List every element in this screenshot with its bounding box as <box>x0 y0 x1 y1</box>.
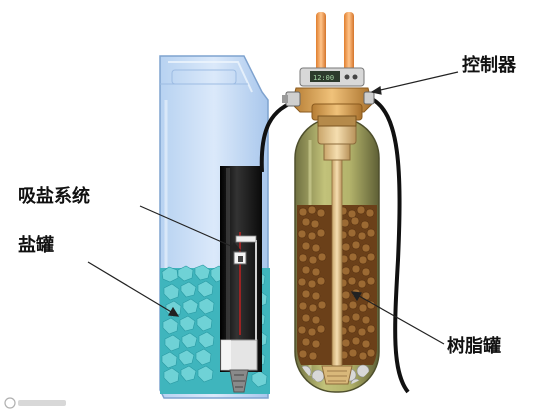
leader-brine <box>87 261 179 317</box>
label-controller: 控制器 <box>462 55 516 76</box>
distributor-tube <box>317 123 357 385</box>
label-suction-system: 吸盐系统 <box>18 186 90 207</box>
label-resin-tank: 树脂罐 <box>447 336 501 357</box>
inlet-outlet-pipes <box>316 12 354 74</box>
controller-valve: 12:00 <box>282 67 375 127</box>
label-brine-tank: 盐罐 <box>18 235 54 256</box>
svg-text:12:00: 12:00 <box>313 74 334 82</box>
leader-lines <box>87 71 459 345</box>
logo-watermark-icon <box>4 396 70 413</box>
leader-resin <box>351 291 445 345</box>
leader-controller <box>371 71 459 93</box>
leader-suction <box>139 205 241 251</box>
